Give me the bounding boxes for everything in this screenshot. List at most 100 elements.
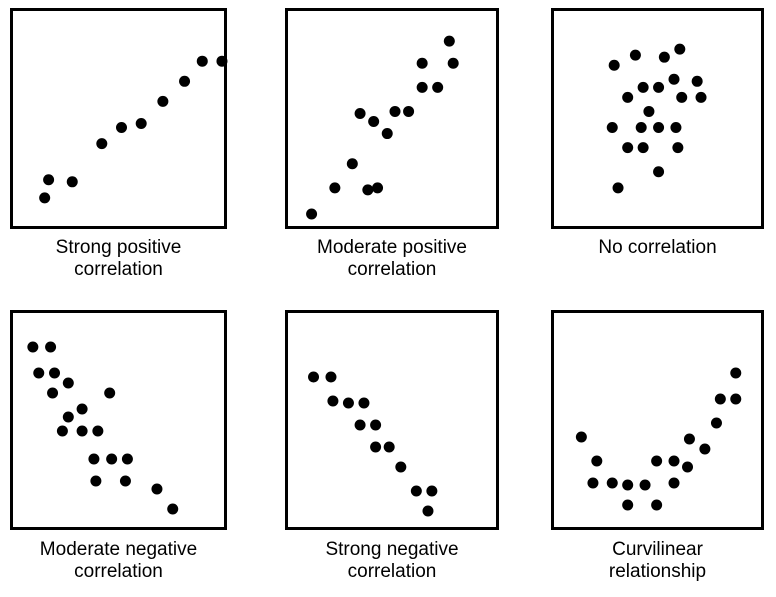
- data-point: [622, 142, 634, 154]
- data-point: [587, 477, 599, 489]
- data-point: [695, 91, 707, 103]
- data-point: [196, 55, 208, 67]
- data-point: [606, 477, 618, 489]
- scatter-points-moderate-negative: [27, 341, 179, 515]
- data-point: [121, 453, 133, 465]
- data-point: [668, 477, 680, 489]
- data-point: [325, 371, 337, 383]
- data-point: [151, 483, 163, 495]
- data-point: [33, 367, 45, 379]
- data-point: [637, 81, 649, 93]
- data-point: [306, 208, 318, 220]
- data-point: [39, 192, 51, 204]
- scatterplot-panel-strong-positive: Strong positive correlation: [10, 8, 228, 287]
- data-point: [674, 43, 686, 55]
- scatter-points-curvilinear: [575, 367, 742, 511]
- data-point: [575, 431, 587, 443]
- panel-caption-curvilinear: Curvilinear relationship: [608, 539, 707, 582]
- plot-frame-no-correlation: [551, 8, 764, 229]
- data-point: [327, 395, 339, 407]
- scatter-points-strong-positive: [39, 55, 228, 204]
- data-point: [643, 105, 655, 117]
- data-point: [27, 341, 39, 353]
- data-point: [714, 393, 726, 405]
- data-point: [49, 367, 61, 379]
- panel-caption-moderate-negative: Moderate negative correlation: [39, 539, 198, 582]
- data-point: [658, 51, 670, 63]
- data-point: [62, 411, 74, 423]
- data-point: [403, 105, 415, 117]
- data-point: [672, 142, 684, 154]
- plot-frame-moderate-positive: [285, 8, 499, 229]
- data-point: [92, 425, 104, 437]
- data-point: [66, 176, 78, 188]
- data-point: [47, 387, 59, 399]
- data-point: [591, 455, 603, 467]
- data-point: [362, 184, 374, 196]
- data-point: [730, 367, 742, 379]
- data-point: [653, 166, 665, 178]
- data-point: [358, 397, 370, 409]
- data-point: [651, 455, 663, 467]
- data-point: [447, 57, 459, 69]
- data-point: [381, 128, 393, 140]
- data-point: [691, 75, 703, 87]
- plot-frame-strong-positive: [10, 8, 228, 229]
- scatterplot-panel-curvilinear: Curvilinear relationship: [551, 310, 764, 589]
- data-point: [43, 174, 55, 186]
- data-point: [354, 419, 366, 431]
- data-point: [410, 485, 422, 497]
- data-point: [88, 453, 100, 465]
- data-point: [443, 35, 455, 47]
- data-point: [370, 419, 382, 431]
- data-point: [76, 403, 88, 415]
- data-point: [116, 122, 127, 134]
- panel-caption-no-correlation: No correlation: [598, 237, 717, 258]
- data-point: [637, 142, 649, 154]
- data-point: [668, 455, 680, 467]
- plot-frame-strong-negative: [285, 310, 499, 530]
- scatterplot-panel-moderate-positive: Moderate positive correlation: [285, 8, 499, 287]
- data-point: [329, 182, 341, 194]
- data-point: [56, 425, 68, 437]
- panel-caption-strong-positive: Strong positive correlation: [55, 237, 182, 280]
- data-point: [682, 461, 694, 473]
- data-point: [368, 116, 380, 127]
- scatter-points-no-correlation: [606, 43, 707, 194]
- data-point: [699, 443, 711, 455]
- data-point: [608, 59, 620, 71]
- scatter-points-strong-negative: [308, 371, 438, 517]
- data-point: [622, 499, 634, 511]
- data-point: [668, 73, 680, 85]
- data-point: [135, 118, 147, 130]
- data-point: [651, 499, 663, 511]
- plot-frame-moderate-negative: [10, 310, 227, 530]
- data-point: [167, 503, 179, 515]
- data-point: [216, 55, 228, 67]
- data-point: [416, 81, 428, 93]
- data-point: [730, 393, 742, 405]
- data-point: [106, 453, 118, 465]
- data-point: [372, 182, 384, 194]
- data-point: [416, 57, 428, 69]
- data-point: [157, 95, 169, 107]
- data-point: [426, 485, 438, 497]
- data-point: [629, 49, 641, 61]
- panel-caption-strong-negative: Strong negative correlation: [325, 539, 459, 582]
- data-point: [62, 377, 74, 389]
- data-point: [422, 505, 434, 517]
- data-point: [622, 479, 634, 491]
- data-point: [676, 91, 688, 103]
- data-point: [432, 81, 444, 93]
- data-point: [76, 425, 88, 437]
- data-point: [96, 138, 108, 150]
- scatter-points-moderate-positive: [306, 35, 459, 220]
- data-point: [370, 441, 382, 453]
- data-point: [179, 75, 191, 87]
- data-point: [45, 341, 57, 353]
- data-point: [119, 475, 131, 487]
- data-point: [90, 475, 102, 487]
- data-point: [395, 461, 407, 473]
- data-point: [653, 122, 665, 134]
